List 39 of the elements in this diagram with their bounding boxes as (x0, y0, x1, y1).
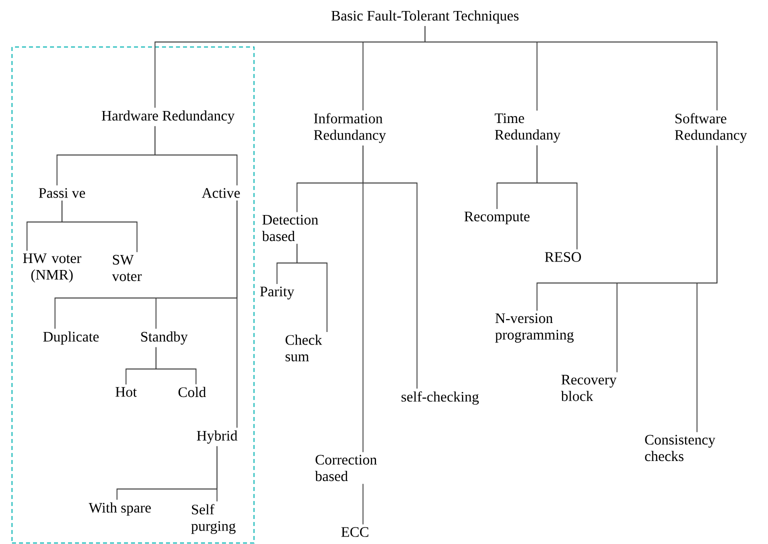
dashed-frame (12, 46, 254, 544)
category-label: Parity (260, 286, 294, 300)
category-label: Recompute (464, 212, 530, 224)
category-label: Information Redundancy (314, 113, 386, 143)
category-label: Standby (141, 331, 188, 345)
category-label: RESO (544, 252, 581, 262)
connector-line (236, 200, 238, 428)
category-label: Time Redundany (494, 113, 560, 143)
category-label: Hot (116, 387, 137, 397)
connector-line (62, 200, 138, 253)
connector-line (156, 346, 196, 385)
category-label: With spare (88, 502, 151, 516)
category-label: Software Redundancy (674, 113, 747, 143)
connector-line (696, 145, 718, 433)
category-label: Consistency checks (645, 434, 716, 462)
connector-line (536, 144, 578, 250)
category-label: Hybrid (196, 430, 238, 444)
connector-line (216, 446, 218, 502)
category-label: Hardware Redundancy (102, 110, 235, 124)
category-label: Check sum (286, 334, 322, 362)
connector-line (296, 243, 328, 332)
category-label: Detection based (262, 214, 318, 242)
category-label: Self purging (191, 504, 236, 534)
connector-line (424, 26, 718, 111)
category-label: N-version programming (495, 313, 574, 343)
root-label: Basic Fault-Tolerant Techniques (331, 10, 519, 24)
category-label: ECC (341, 527, 368, 537)
category-label: Passi ve (38, 188, 86, 198)
category-label: Duplicate (43, 331, 99, 345)
connector-line (362, 145, 364, 453)
category-label: Correction based (315, 454, 377, 482)
connector-line (362, 483, 364, 525)
category-label: HW voter (NMR) (23, 253, 82, 283)
category-label: Cold (178, 386, 206, 398)
category-label: SW voter (112, 254, 142, 282)
category-label: self-checking (402, 391, 479, 405)
category-label: Recovery block (561, 374, 617, 402)
category-label: Active (202, 188, 240, 198)
connector-line (154, 126, 238, 186)
